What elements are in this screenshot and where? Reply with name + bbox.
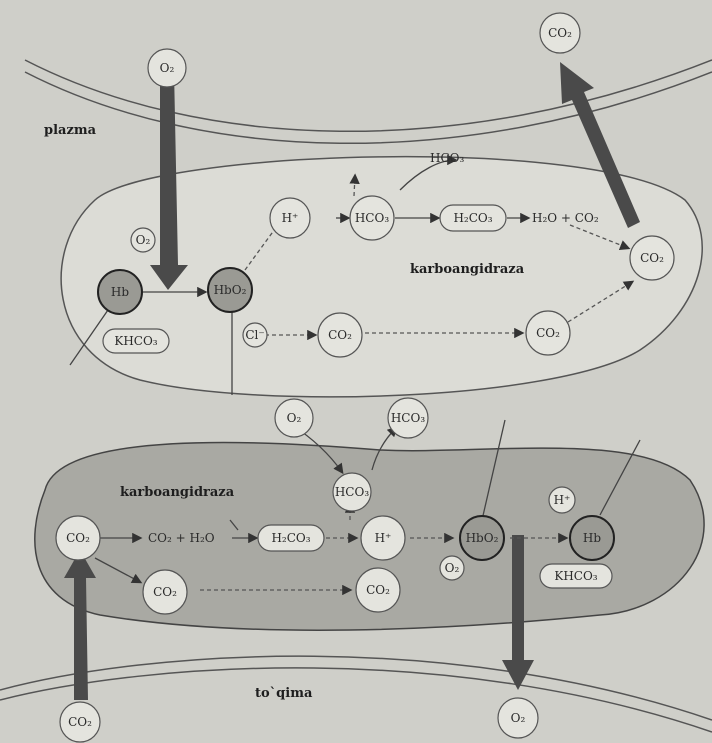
svg-text:HCO₃: HCO₃: [355, 211, 389, 225]
node-co2-top-out: CO₂: [540, 13, 580, 53]
svg-text:CO₂: CO₂: [328, 328, 352, 342]
node-h-top: H⁺: [270, 198, 310, 238]
node-co2-bottom-left: CO₂: [143, 570, 187, 614]
node-co2-mid: CO₂: [318, 313, 362, 357]
node-o2-tissue: O₂: [498, 698, 538, 738]
node-h2o-co2-top: H₂O + CO₂: [532, 211, 599, 225]
lower-membrane-outer: [0, 656, 712, 720]
node-o2-top: O₂: [148, 49, 186, 87]
svg-text:O₂: O₂: [136, 233, 151, 247]
svg-text:CO₂: CO₂: [68, 715, 92, 729]
svg-text:O₂: O₂: [511, 711, 526, 725]
node-h2co3-bottom: H₂CO₃: [258, 525, 324, 551]
enzyme-label-top: karboangidraza: [410, 262, 525, 277]
node-khco3-bottom: KHCO₃: [540, 564, 612, 588]
svg-text:HbO₂: HbO₂: [214, 283, 247, 297]
svg-text:HCO₃: HCO₃: [335, 485, 369, 499]
node-hco3-top: HCO₃: [350, 196, 394, 240]
node-o2-small-top: O₂: [131, 228, 155, 252]
node-co2-h2o-bottom: CO₂ + H₂O: [148, 531, 215, 545]
node-hb-top: Hb: [98, 270, 142, 314]
upper-membrane-outer: [25, 60, 712, 131]
node-hco3-bottom: HCO₃: [333, 473, 371, 511]
svg-text:CO₂: CO₂: [66, 531, 90, 545]
svg-text:Hb: Hb: [583, 531, 601, 545]
svg-text:H⁺: H⁺: [554, 493, 571, 507]
svg-text:CO₂: CO₂: [536, 326, 560, 340]
svg-text:KHCO₃: KHCO₃: [554, 569, 597, 583]
upper-cell: [61, 157, 702, 397]
node-hbo2-bottom: HbO₂: [460, 516, 504, 560]
node-co2-bottom-in: CO₂: [56, 516, 100, 560]
plasma-label: plazma: [44, 123, 97, 138]
svg-text:CO₂: CO₂: [640, 251, 664, 265]
node-o2-between: O₂: [275, 399, 313, 437]
tissue-label: to`qima: [255, 686, 313, 701]
node-h-small-bottom: H⁺: [549, 487, 575, 513]
upper-membrane-inner: [25, 72, 712, 143]
svg-text:Cl⁻: Cl⁻: [245, 328, 264, 342]
node-co2-mid-right: CO₂: [526, 311, 570, 355]
svg-text:H₂CO₃: H₂CO₃: [271, 531, 310, 545]
node-co2-tissue: CO₂: [60, 702, 100, 742]
node-cl-top: Cl⁻: [243, 323, 267, 347]
svg-text:H⁺: H⁺: [375, 531, 392, 545]
svg-text:CO₂: CO₂: [548, 26, 572, 40]
co2-tissue-influx-arrow: [64, 550, 96, 700]
svg-text:H₂CO₃: H₂CO₃: [453, 211, 492, 225]
node-h2co3-top: H₂CO₃: [440, 205, 506, 231]
lower-membrane-inner: [0, 668, 712, 732]
node-co2-right: CO₂: [630, 236, 674, 280]
svg-text:KHCO₃: KHCO₃: [114, 334, 157, 348]
svg-text:O₂: O₂: [445, 561, 460, 575]
node-hco3-between: HCO₃: [388, 398, 428, 438]
svg-text:Hb: Hb: [111, 285, 129, 299]
svg-text:O₂: O₂: [287, 411, 302, 425]
svg-text:HbO₂: HbO₂: [466, 531, 499, 545]
svg-text:H⁺: H⁺: [282, 211, 299, 225]
node-co2-bottom-mid: CO₂: [356, 568, 400, 612]
enzyme-label-bottom: karboangidraza: [120, 485, 235, 500]
node-hb-bottom: Hb: [570, 516, 614, 560]
node-o2-small-bottom: O₂: [440, 556, 464, 580]
node-hco3-plasma-small: HCO₃: [430, 151, 464, 165]
svg-text:CO₂: CO₂: [153, 585, 177, 599]
node-hbo2-top: HbO₂: [208, 268, 252, 312]
svg-text:O₂: O₂: [160, 61, 175, 75]
svg-text:HCO₃: HCO₃: [391, 411, 425, 425]
node-h-bottom: H⁺: [361, 516, 405, 560]
svg-text:CO₂: CO₂: [366, 583, 390, 597]
node-khco3-top: KHCO₃: [103, 329, 169, 353]
